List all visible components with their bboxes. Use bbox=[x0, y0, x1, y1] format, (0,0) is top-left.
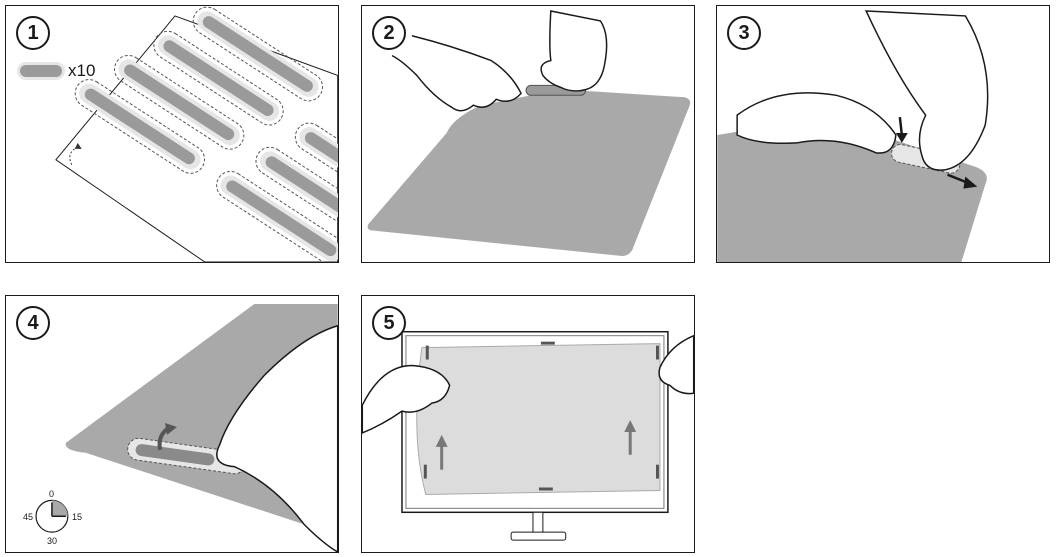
angle-clock-icon bbox=[35, 499, 69, 533]
step-number-badge: 4 bbox=[16, 306, 50, 340]
step-2-panel: 2 bbox=[361, 5, 695, 263]
step-1-panel: 1 x10 bbox=[5, 5, 339, 263]
peel-strip-hands-illustration bbox=[367, 10, 691, 257]
step-number-badge: 5 bbox=[372, 306, 406, 340]
step-number-badge: 2 bbox=[372, 16, 406, 50]
clock-label-left: 45 bbox=[23, 512, 34, 522]
attach-filter-to-monitor-illustration bbox=[362, 330, 694, 541]
remove-liner-illustration bbox=[35, 303, 338, 552]
step-5-panel: 5 bbox=[361, 295, 695, 553]
adhesive-strip-sheet-illustration bbox=[55, 6, 338, 262]
apply-strip-to-filter-illustration bbox=[717, 10, 989, 262]
clock-label-bottom: 30 bbox=[47, 536, 58, 546]
step-number-badge: 1 bbox=[16, 16, 50, 50]
strip-quantity: x10 bbox=[20, 61, 95, 81]
step-3-panel: 3 bbox=[716, 5, 1050, 263]
adhesive-strip-icon bbox=[20, 65, 62, 77]
step-number-badge: 3 bbox=[727, 16, 761, 50]
clock-label-right: 15 bbox=[72, 512, 83, 522]
step-4-panel: 4 0 15 30 45 bbox=[5, 295, 339, 553]
quantity-label: x10 bbox=[68, 61, 96, 80]
clock-label-top: 0 bbox=[49, 489, 55, 499]
